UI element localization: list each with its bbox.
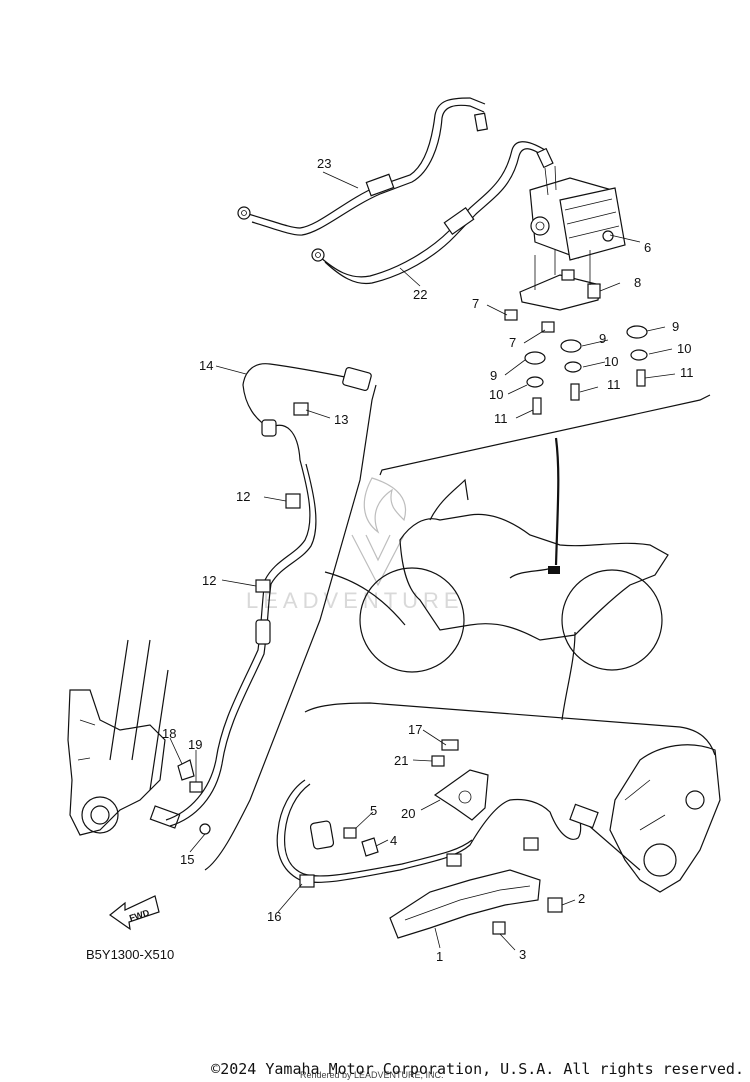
callout-21: 21 (394, 753, 408, 768)
front-fork (67, 639, 169, 836)
callout-9c: 9 (672, 319, 679, 334)
bolt-5 (343, 827, 357, 839)
callout-connectors (324, 437, 576, 721)
bolt-2 (547, 897, 563, 913)
callout-11c: 11 (680, 365, 694, 380)
bolt-3 (492, 921, 506, 935)
callout-18: 18 (162, 726, 176, 741)
clamp-4 (361, 837, 379, 857)
front-panel-border (204, 384, 377, 871)
abs-panel-border (379, 394, 711, 476)
collar-10 (526, 349, 648, 388)
callout-17: 17 (408, 722, 422, 737)
callout-8: 8 (634, 275, 641, 290)
brake-pipe-22 (311, 141, 554, 285)
callout-19: 19 (188, 737, 202, 752)
brake-pipe-23 (237, 97, 489, 236)
callout-11a: 11 (494, 411, 508, 426)
callout-1: 1 (436, 949, 443, 964)
callout-14: 14 (199, 358, 213, 373)
callout-10b: 10 (604, 354, 618, 369)
callout-6: 6 (644, 240, 651, 255)
leader-lines (169, 171, 676, 951)
callout-2: 2 (578, 891, 585, 906)
fwd-arrow-icon (108, 895, 160, 931)
bolt-21 (431, 755, 445, 767)
callout-7a: 7 (472, 296, 479, 311)
callout-15: 15 (180, 852, 194, 867)
callout-11b: 11 (607, 377, 621, 392)
motorcycle-overview (359, 478, 669, 673)
rear-sensor-bracket (433, 769, 489, 821)
callout-12a: 12 (236, 489, 250, 504)
callout-23: 23 (317, 156, 331, 171)
front-wheel-sensor (149, 805, 211, 835)
bolt-17 (441, 739, 459, 751)
callout-9b: 9 (490, 368, 497, 383)
grommet-9 (524, 325, 648, 365)
diagram-code: B5Y1300-X510 (86, 947, 174, 962)
sensor-clamp-18 (177, 759, 195, 781)
rear-caliper-bracket (609, 744, 721, 893)
rear-wheel-sensor (569, 803, 599, 829)
rear-sensor-lead (276, 779, 641, 888)
sensor-guard (389, 869, 541, 939)
callout-4: 4 (390, 833, 397, 848)
callout-10c: 10 (677, 341, 691, 356)
copyright-notice: ©2024 Yamaha Motor Corporation, U.S.A. A… (211, 1060, 744, 1078)
rear-panel-border (304, 702, 716, 756)
bolt-7 (504, 309, 555, 333)
callout-7b: 7 (509, 335, 516, 350)
bolt-19 (189, 781, 203, 793)
callout-9a: 9 (599, 331, 606, 346)
callout-numbers: 1 2 3 4 5 6 7 7 8 9 9 9 10 10 10 11 11 1… (162, 156, 694, 964)
callout-16: 16 (267, 909, 281, 924)
callout-10a: 10 (489, 387, 503, 402)
callout-20: 20 (401, 806, 415, 821)
callout-22: 22 (413, 287, 427, 302)
watermark-text: LEADVENTURE (246, 588, 464, 613)
watermark-logo (351, 477, 406, 587)
callout-12b: 12 (202, 573, 216, 588)
callout-5: 5 (370, 803, 377, 818)
front-sensor-lead (165, 363, 372, 827)
callout-3: 3 (519, 947, 526, 962)
callout-13: 13 (334, 412, 348, 427)
bolt-11 (532, 369, 646, 415)
render-note: Rendered by LEADVENTURE, INC. (300, 1070, 444, 1080)
abs-bracket (519, 250, 601, 311)
abs-hydraulic-unit (529, 165, 626, 261)
